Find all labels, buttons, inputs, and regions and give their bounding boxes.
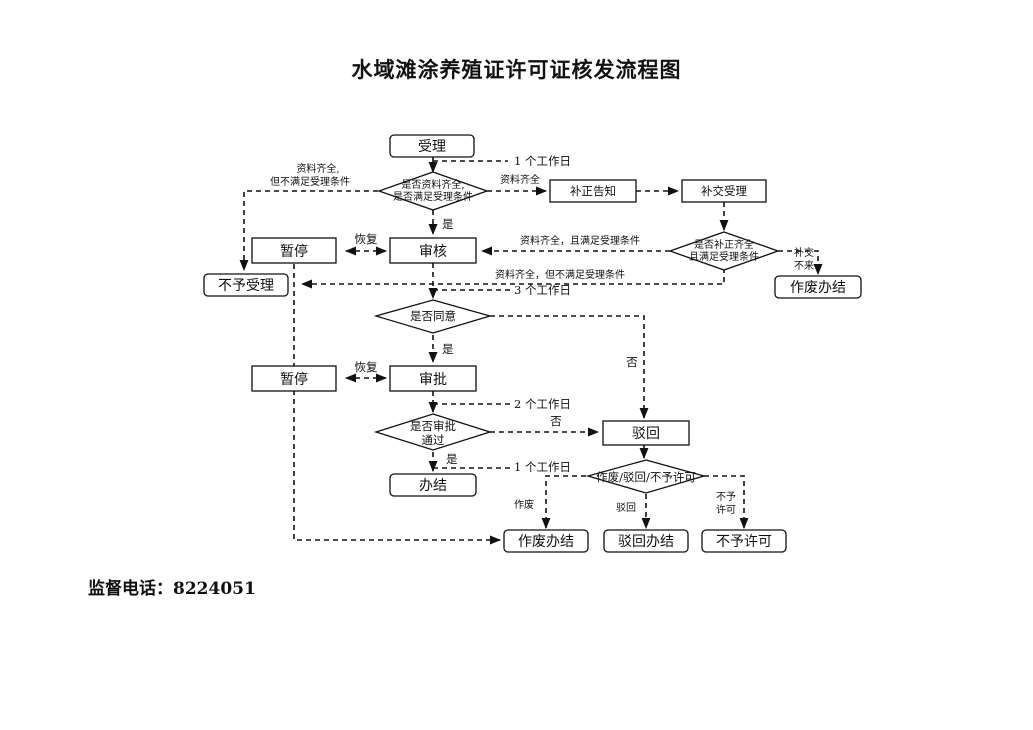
edge-label-complete: 资料齐全 (500, 173, 540, 186)
check-resubmit-label-1: 是否补正齐全 (694, 238, 754, 251)
edge-label-two-days: 2 个工作日 (514, 397, 571, 411)
void-node-1 (774, 275, 862, 299)
decide-diamond (585, 459, 707, 494)
notify-label: 补正告知 (570, 184, 616, 198)
supervision-phone: 监督电话：8224051 (88, 579, 256, 599)
finish-label: 办结 (419, 478, 447, 494)
edge-label-yes-1: 是 (442, 217, 454, 231)
suspend-node-2 (251, 365, 337, 392)
edge-label-no-1: 否 (626, 355, 638, 369)
edge-label-three-days: 3 个工作日 (514, 283, 571, 297)
accept-node (389, 134, 475, 158)
approve-label: 审批 (419, 372, 447, 388)
pass-diamond (373, 413, 493, 451)
edge-label-yes-2: 是 (442, 342, 454, 356)
deny-node (701, 529, 787, 553)
edge-label-no-2: 否 (550, 414, 562, 428)
edge-label-one-day-b: 1 个工作日 (514, 460, 571, 474)
agree-label: 是否同意 (410, 309, 456, 323)
resubmit-label: 补交受理 (701, 184, 747, 198)
void-node-2 (503, 529, 589, 553)
return-node (602, 420, 690, 446)
edge-label-void: 作废 (514, 498, 534, 511)
edge-label-complete-meets: 资料齐全，且满足受理条件 (520, 234, 640, 247)
void-label-2: 作废办结 (518, 534, 574, 550)
suspend-label-2: 暂停 (280, 371, 308, 388)
review-node (389, 237, 477, 264)
return-finish-node (603, 529, 689, 553)
page-title: 水域滩涂养殖证许可证核发流程图 (351, 58, 682, 82)
suspend-node-1 (251, 237, 337, 264)
edge-label-return: 驳回 (616, 502, 636, 514)
decide-label: 作废/驳回/不予许可 (596, 470, 696, 484)
edge-label-resubmit-1: 补交 (794, 246, 814, 259)
review-label: 审核 (419, 244, 447, 260)
suspend-label-1: 暂停 (280, 243, 308, 260)
reject-accept-label: 不予受理 (218, 278, 274, 294)
edge-label-resubmit-2: 不来 (794, 260, 814, 272)
agree-diamond (373, 299, 493, 334)
notify-node (549, 179, 637, 203)
check-resubmit-diamond (668, 231, 780, 271)
finish-node (389, 473, 477, 497)
edge-label-resume-1: 恢复 (355, 232, 378, 246)
edge-label-yes-3: 是 (446, 452, 458, 466)
return-label: 驳回 (632, 426, 660, 442)
accept-label: 受理 (418, 139, 446, 155)
edge-label-resume-2: 恢复 (355, 360, 378, 374)
edge-label-one-day-a: 1 个工作日 (514, 154, 571, 168)
approve-node (389, 365, 477, 392)
edge-label-incomplete-1: 资料齐全, (296, 162, 339, 175)
check-complete-label-2: 是否满足受理条件 (393, 190, 473, 203)
connectors (239, 157, 823, 545)
pass-label-1: 是否审批 (410, 419, 456, 433)
return-finish-label: 驳回办结 (618, 534, 674, 550)
check-complete-diamond (377, 171, 489, 211)
check-resubmit-label-2: 且满足受理条件 (689, 250, 759, 263)
pass-label-2: 通过 (422, 433, 445, 447)
edge-label-deny-1: 不予 (716, 491, 736, 503)
void-label-1: 作废办结 (790, 280, 846, 296)
edge-label-complete-not-meet: 资料齐全，但不满足受理条件 (495, 268, 625, 281)
edge-label-incomplete-2: 但不满足受理条件 (270, 175, 350, 188)
resubmit-node (681, 179, 767, 203)
deny-label: 不予许可 (716, 534, 772, 550)
edge-label-deny-2: 许可 (716, 504, 736, 516)
check-complete-label-1: 是否资料齐全, (401, 178, 464, 191)
reject-accept-node (203, 273, 289, 297)
